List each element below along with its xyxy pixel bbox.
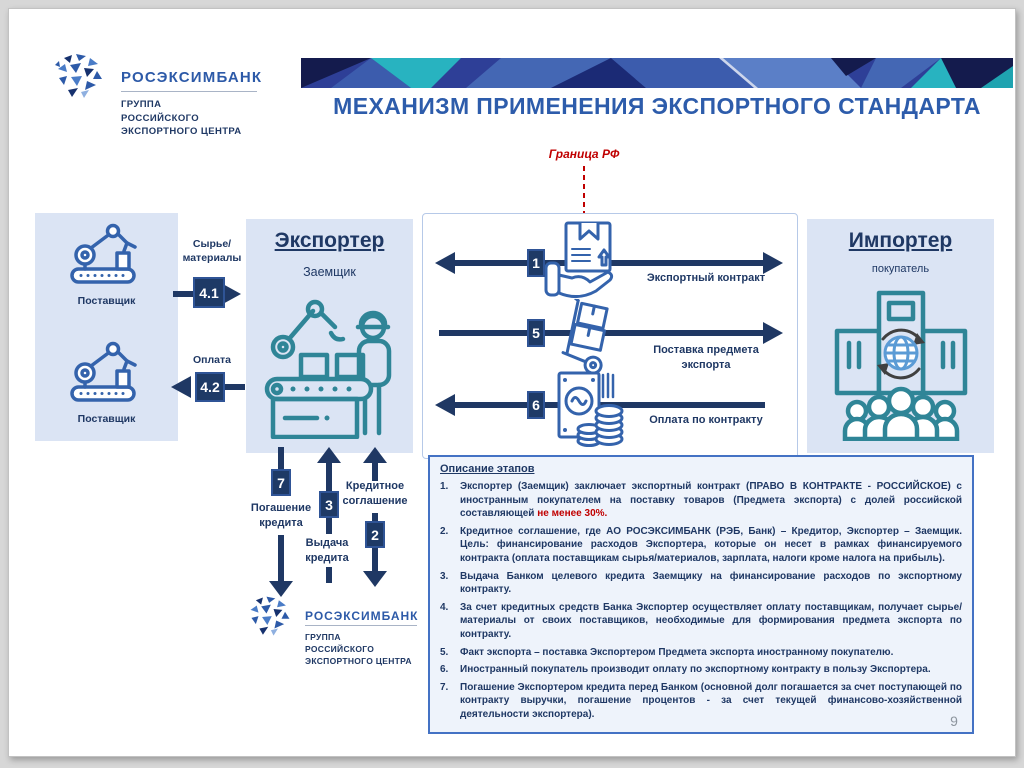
stage-item: 3. Выдача Банком целевого кредита Заемщи…	[440, 570, 962, 597]
importer-subtitle: покупатель	[871, 263, 930, 275]
flow-7-badge: 7	[271, 469, 291, 496]
stages-header: Описание этапов	[440, 463, 535, 475]
stage-item: 6. Иностранный покупатель производит опл…	[440, 663, 962, 677]
flow-1-label: Экспортный контракт	[646, 272, 766, 284]
supplier-machine-icon	[70, 341, 137, 402]
footer-logo-group-line: РОССИЙСКОГО	[305, 644, 375, 654]
stage-item: 5. Факт экспорта – поставка Экспортером …	[440, 646, 962, 660]
stage-number: 3.	[440, 570, 449, 582]
flow-42-arrow-line	[221, 384, 245, 390]
brand-name: РОСЭКСИМБАНК	[121, 69, 263, 86]
logo-group-line: ГРУППА	[121, 99, 162, 110]
supplier-machine-icon	[70, 223, 137, 284]
flow-7-line-bottom	[278, 535, 284, 583]
exporter-title: Экспортер	[274, 229, 385, 252]
supplier-label: Поставщик	[77, 413, 136, 425]
flow-41-arrow-line	[173, 291, 199, 297]
stage-text: Кредитное соглашение, где АО РОСЭКСИМБАН…	[460, 525, 962, 564]
importer-building-icon	[834, 290, 968, 441]
exporter-subtitle: Заемщик	[303, 265, 356, 279]
stage-number: 6.	[440, 664, 449, 676]
flow-3-line-top	[326, 461, 332, 493]
flow-3-arrow-head	[317, 447, 341, 463]
factory-production-icon	[264, 299, 392, 439]
flow-7-label: Погашение кредита	[250, 502, 312, 529]
flow-5-badge: 5	[527, 319, 545, 347]
flow-2-arrow-head-down	[363, 571, 387, 587]
stage-text: Экспортер (Заемщик) заключает экспортный…	[460, 480, 962, 521]
stage-text-highlight: не менее 30%.	[537, 508, 608, 520]
stage-text: Погашение Экспортером кредита перед Банк…	[460, 681, 962, 720]
stage-item: 2. Кредитное соглашение, где АО РОСЭКСИМ…	[440, 525, 962, 566]
flow-1-arrow-head-left	[435, 252, 455, 274]
flow-2-arrow-head-up	[363, 447, 387, 463]
page-title: МЕХАНИЗМ ПРИМЕНЕНИЯ ЭКСПОРТНОГО СТАНДАРТ…	[333, 93, 981, 119]
flow-41-label: Сырье/ материалы	[182, 238, 242, 265]
flow-5-arrow-head	[763, 322, 783, 344]
flow-41-badge: 4.1	[193, 277, 225, 308]
flow-3-badge: 3	[319, 491, 339, 518]
footer-logo-group-line: ЭКСПОРТНОГО ЦЕНТРА	[305, 656, 412, 666]
export-contract-hand-box-icon	[544, 221, 614, 298]
page-number: 9	[950, 713, 958, 729]
flow-42-badge: 4.2	[195, 372, 225, 402]
suppliers-box	[35, 213, 178, 441]
stage-number: 1.	[440, 481, 449, 492]
stages-box: Описание этапов 1. Экспортер (Заемщик) з…	[428, 455, 974, 734]
stage-number: 5.	[440, 646, 449, 658]
rf-border-label: Граница РФ	[548, 147, 620, 161]
stage-item: 1. Экспортер (Заемщик) заключает экспорт…	[440, 480, 962, 521]
flow-2-label: Кредитное соглашение	[342, 480, 408, 507]
slide: РОСЭКСИМБАНК ГРУППА РОССИЙСКОГО ЭКСПОРТН…	[8, 8, 1016, 757]
flow-1-arrow-head-right	[763, 252, 783, 274]
roseximbank-logo-icon	[55, 54, 102, 98]
stage-text: Выдача Банком целевого кредита Заемщику …	[460, 570, 962, 596]
flow-3-line-mid	[326, 516, 332, 534]
logo-group-text: ГРУППА РОССИЙСКОГО ЭКСПОРТНОГО ЦЕНТРА	[121, 98, 242, 139]
importer-title: Импортер	[848, 229, 953, 252]
stage-number: 7.	[440, 681, 449, 693]
footer-logo-group-line: ГРУППА	[305, 632, 341, 642]
roseximbank-logo-icon	[250, 596, 290, 636]
banner-mosaic	[301, 58, 1013, 88]
stage-item: 4. За счет кредитных средств Банка Экспо…	[440, 601, 962, 642]
footer-logo-group-text: ГРУППА РОССИЙСКОГО ЭКСПОРТНОГО ЦЕНТРА	[305, 631, 412, 667]
stage-text: За счет кредитных средств Банка Экспорте…	[460, 601, 962, 640]
logo-divider	[121, 91, 257, 92]
logo-group-line: ЭКСПОРТНОГО ЦЕНТРА	[121, 126, 242, 137]
flow-5-label: Поставка предмета экспорта	[653, 344, 759, 371]
payment-money-icon	[557, 371, 624, 447]
flow-42-label: Оплата	[192, 354, 231, 366]
flow-6-badge: 6	[527, 391, 545, 419]
delivery-trolley-icon	[561, 299, 609, 373]
flow-3-line-bottom	[326, 567, 332, 583]
flow-41-arrow-head	[221, 283, 241, 305]
logo-group-line: РОССИЙСКОГО	[121, 112, 200, 124]
flow-1-badge: 1	[527, 249, 545, 277]
stage-number: 4.	[440, 601, 449, 613]
flow-6-arrow-head	[435, 394, 455, 416]
flow-2-line-top	[372, 461, 378, 481]
flow-7-arrow-head	[269, 581, 293, 597]
stage-text-body: Экспортер (Заемщик) заключает экспортный…	[460, 481, 962, 520]
stage-item: 7. Погашение Экспортером кредита перед Б…	[440, 681, 962, 722]
footer-brand-name: РОСЭКСИМБАНК	[305, 609, 419, 623]
flow-3-label: Выдача кредита	[305, 537, 349, 564]
flow-7-line-top	[278, 447, 284, 471]
flow-2-badge: 2	[365, 521, 385, 548]
stage-text: Факт экспорта – поставка Экспортером Пре…	[460, 646, 894, 658]
footer-logo-divider	[305, 625, 417, 626]
stage-number: 2.	[440, 525, 449, 537]
stage-text: Иностранный покупатель производит оплату…	[460, 664, 931, 676]
flow-42-arrow-head	[171, 376, 191, 398]
flow-6-label: Оплата по контракту	[649, 414, 763, 426]
supplier-label: Поставщик	[77, 295, 136, 307]
